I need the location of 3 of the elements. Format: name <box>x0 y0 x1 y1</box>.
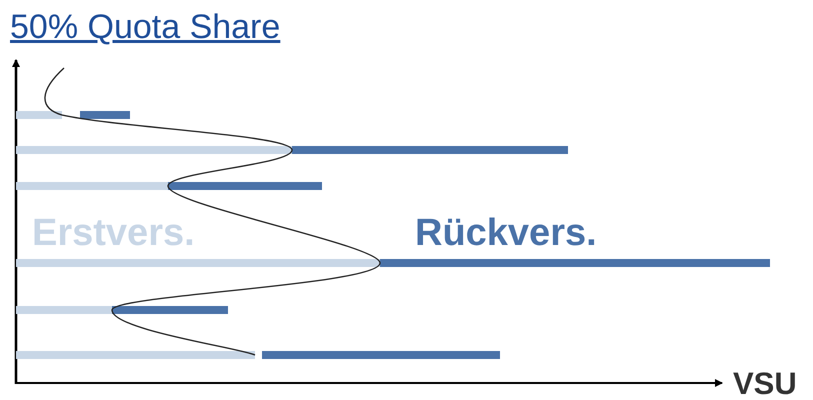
chart-title: 50% Quota Share <box>10 10 280 44</box>
reinsurer-label: Rückvers. <box>415 214 597 252</box>
axis-label: VSU <box>733 368 797 399</box>
